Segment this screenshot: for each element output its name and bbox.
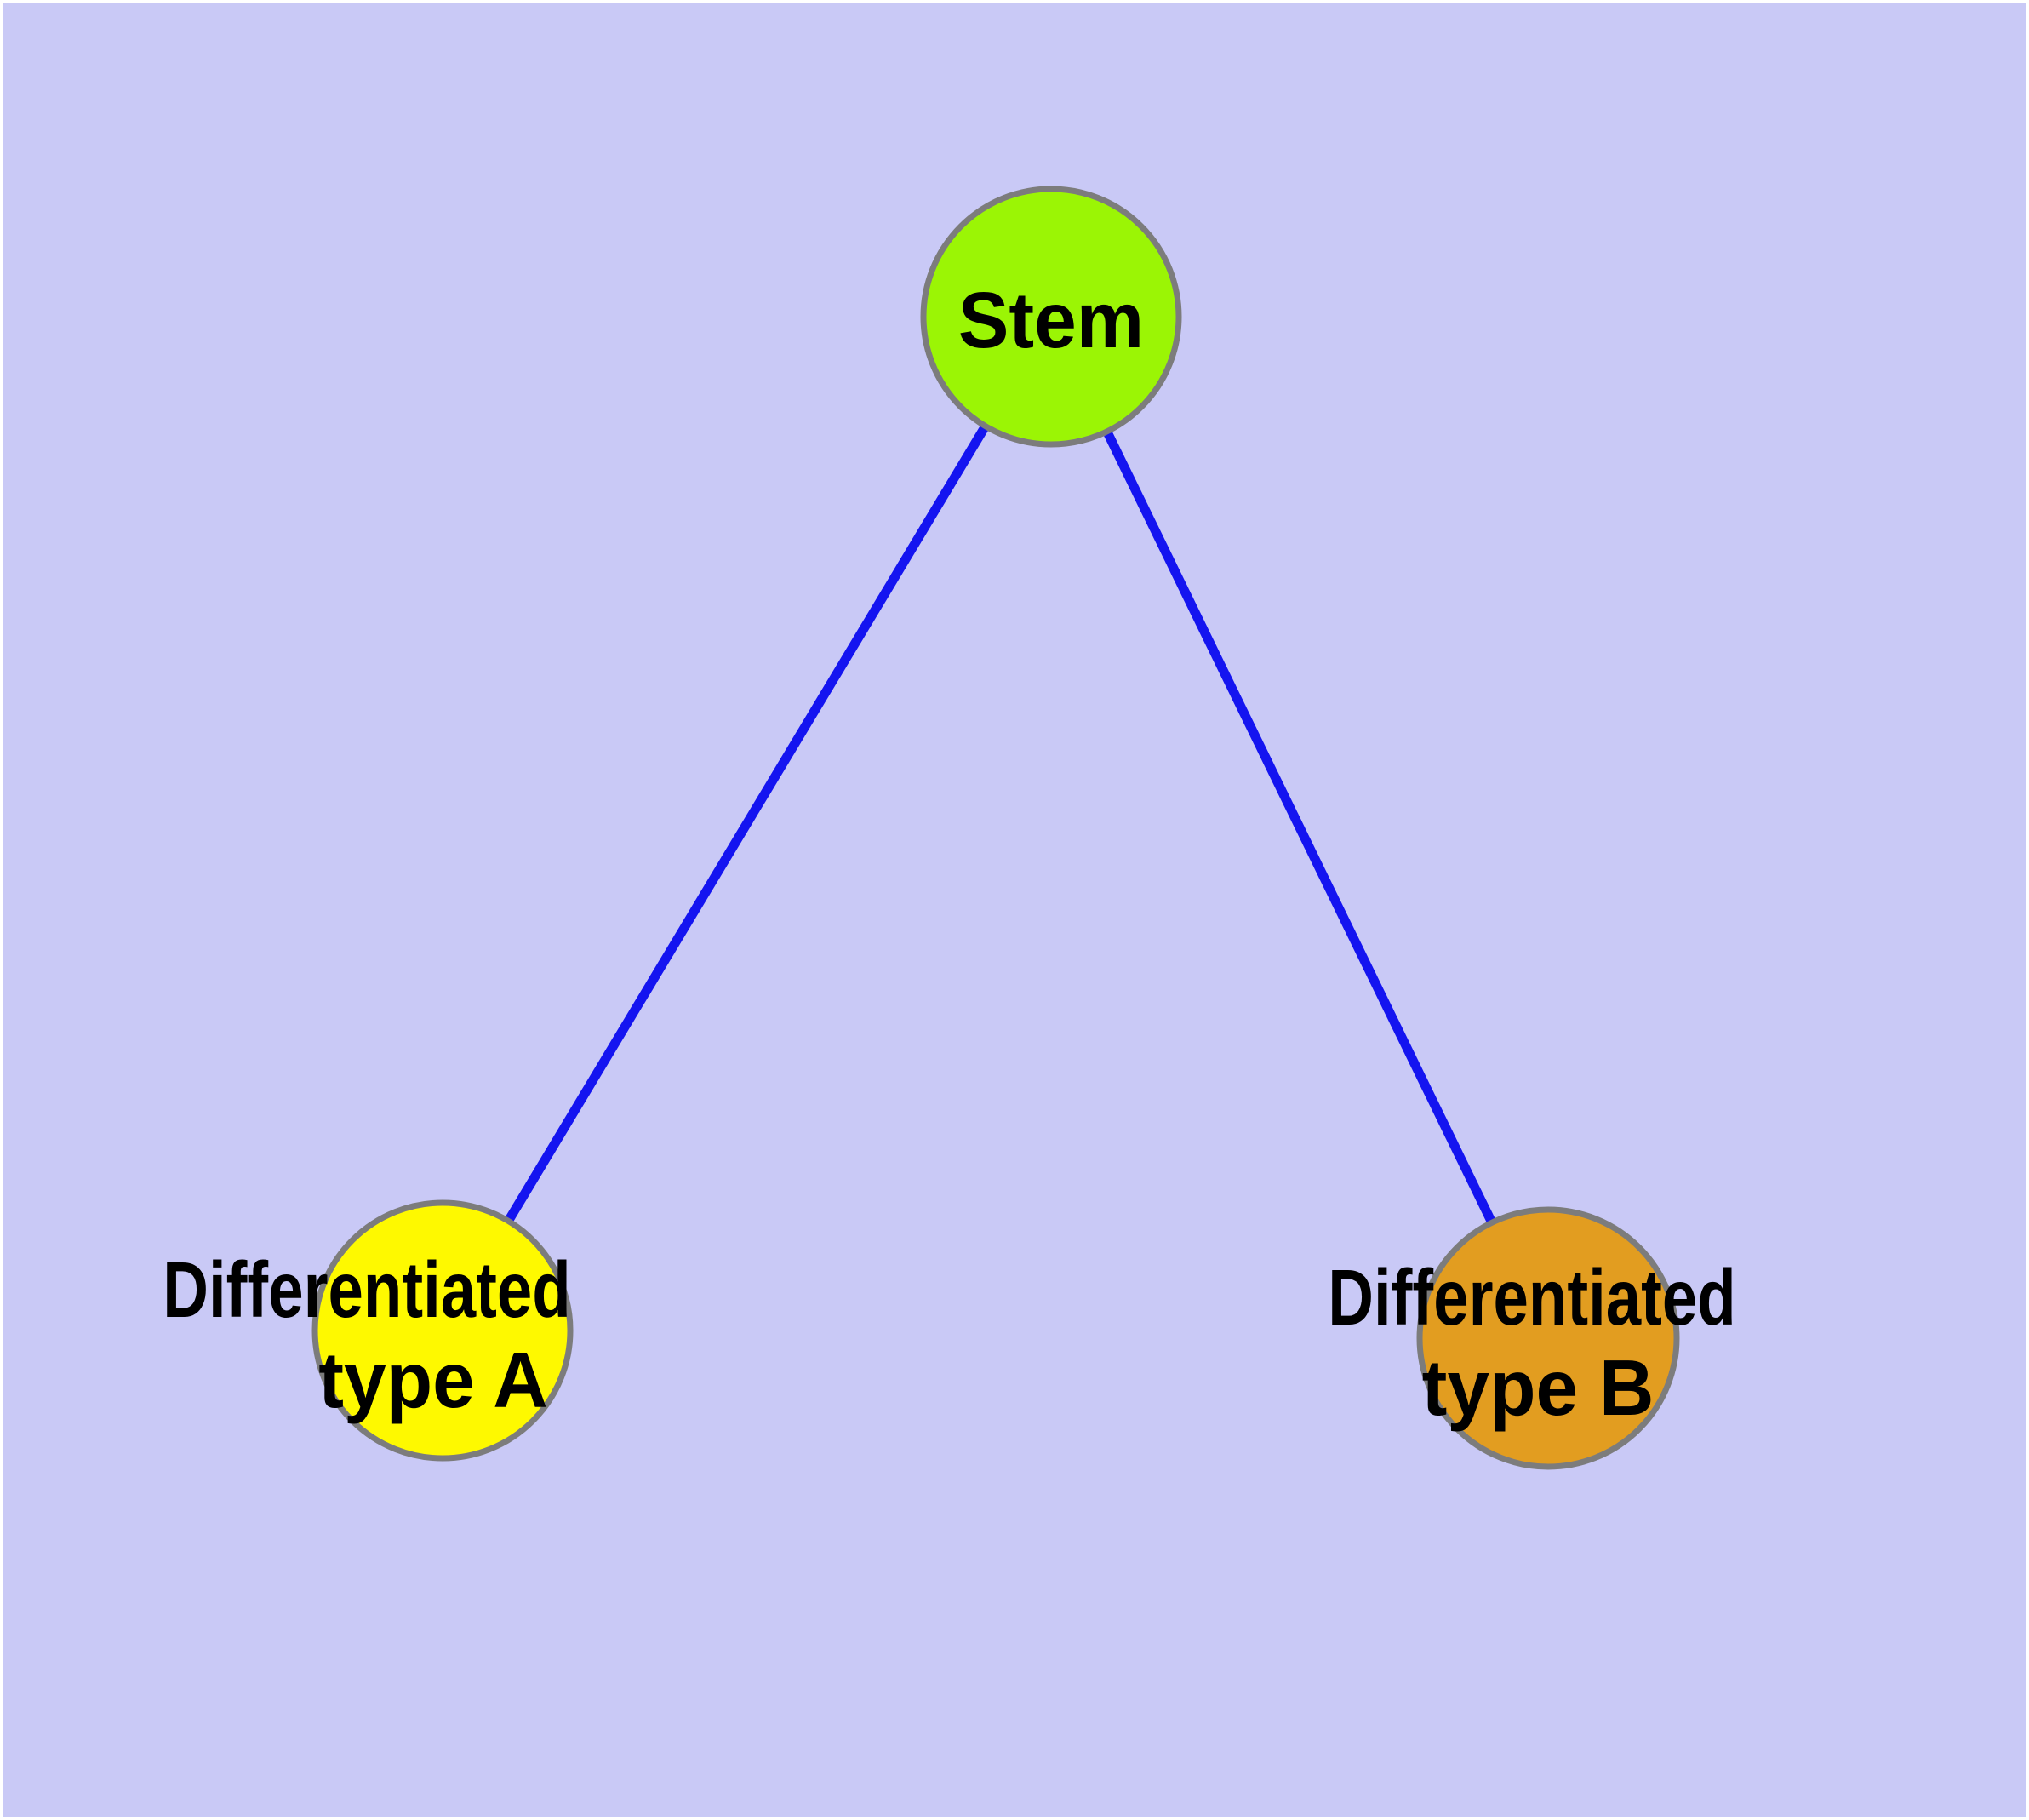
node-type-b-label-line2: type B [1422,1343,1655,1432]
node-stem-label: Stem [958,276,1144,364]
nodes-layer [311,186,1680,1470]
edges-layer [438,314,1552,1341]
edge-stem-to-type-a[interactable] [438,314,1055,1333]
node-stem[interactable] [920,186,1182,448]
labels-layer: Stem Differentiated type A Differentiate… [163,276,1735,1432]
node-type-b-label-line1: Differentiated [1328,1253,1735,1342]
node-type-a-label-line1: Differentiated [163,1245,570,1334]
edge-stem-to-type-b[interactable] [1047,314,1552,1341]
node-differentiated-type-b[interactable] [1416,1206,1680,1470]
node-differentiated-type-a[interactable] [311,1199,574,1462]
node-type-a-label-line2: type A [318,1336,548,1424]
